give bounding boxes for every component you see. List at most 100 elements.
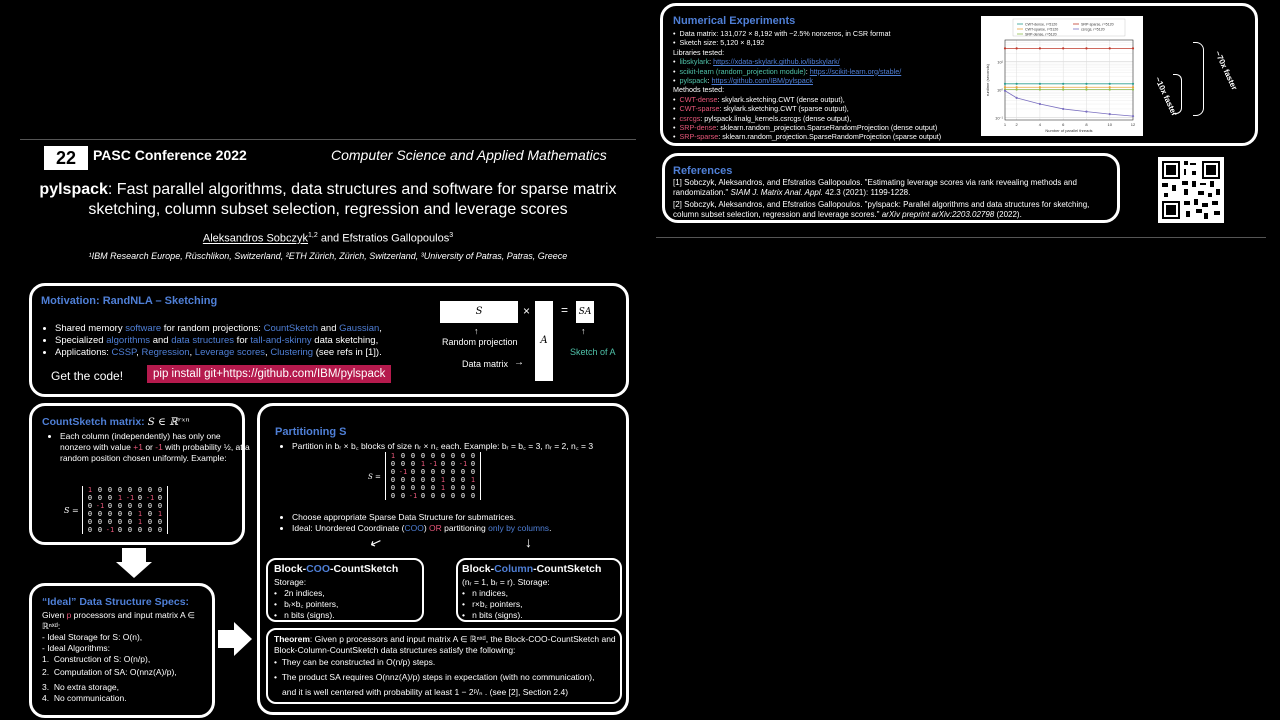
theorem-box: Theorem: Given p processors and input ma… bbox=[266, 628, 622, 704]
matrix-cell: 0 bbox=[420, 468, 426, 476]
matrix-cell: 0 bbox=[450, 484, 456, 492]
chart-xtick-label: 1 bbox=[1004, 122, 1007, 127]
matrix-cell: 0 bbox=[410, 452, 416, 460]
chart-ytick-label: 10⁻¹ bbox=[995, 115, 1004, 120]
matrix-cell: 0 bbox=[420, 476, 426, 484]
matrix-cell: -1 bbox=[458, 460, 468, 468]
countsketch-box: CountSketch matrix: S ∈ ℝʳˣⁿ Each column… bbox=[29, 403, 250, 545]
matrix-cell: 0 bbox=[450, 460, 456, 468]
matrix-cell: 0 bbox=[97, 494, 103, 502]
chart-xtick-label: 12 bbox=[1131, 122, 1136, 127]
matrix-cell: 0 bbox=[137, 486, 143, 494]
chart-point bbox=[1131, 47, 1135, 50]
affiliations: ¹IBM Research Europe, Rüschlikon, Switze… bbox=[88, 251, 568, 261]
matrix-cell: 0 bbox=[147, 510, 153, 518]
countsketch-title: CountSketch matrix: S ∈ ℝʳˣⁿ bbox=[42, 416, 190, 428]
matrix-cell: 0 bbox=[450, 452, 456, 460]
matrix-cell: 0 bbox=[400, 484, 406, 492]
matrix-cell: 0 bbox=[157, 486, 163, 494]
matrix-cell: 0 bbox=[87, 510, 93, 518]
faster-70x-label: ~70x faster bbox=[1213, 49, 1239, 92]
motivation-box: Motivation: RandNLA – Sketching Shared m… bbox=[29, 283, 629, 397]
matrix-cell: 1 bbox=[440, 476, 446, 484]
matrix-cell: 0 bbox=[107, 486, 113, 494]
matrix-cell: 0 bbox=[440, 468, 446, 476]
ideal-specs-box: “Ideal” Data Structure Specs: Given p pr… bbox=[29, 583, 215, 718]
chart-point bbox=[1003, 82, 1007, 85]
author-1: Aleksandros Sobczyk bbox=[202, 232, 309, 245]
matrix-cell: 0 bbox=[440, 452, 446, 460]
chart-point bbox=[1015, 82, 1018, 85]
matrix-cell: 0 bbox=[470, 492, 476, 500]
arrow-up-icon: ↑ bbox=[474, 326, 479, 336]
matrix-cell: 0 bbox=[430, 468, 436, 476]
chart-legend-label: CWT-sparse, r=5120 bbox=[1025, 27, 1058, 31]
matrix-cell: 0 bbox=[127, 510, 133, 518]
references-title: References bbox=[673, 165, 733, 177]
partitioning-bullets-2: Choose appropriate Sparse Data Structure… bbox=[278, 512, 642, 534]
pylspack-link[interactable]: https://github.com/IBM/pylspack bbox=[711, 76, 813, 86]
pip-install-link[interactable]: pip install git+https://github.com/IBM/p… bbox=[147, 365, 392, 383]
matrix-cell: 0 bbox=[117, 518, 123, 526]
chart-point bbox=[1062, 107, 1065, 111]
chart-legend-label: SRP-sparse, r=5120 bbox=[1081, 22, 1114, 26]
chart-point bbox=[1038, 86, 1042, 89]
author-1-sup: 1,2 bbox=[308, 232, 318, 239]
chart-point bbox=[1015, 96, 1018, 99]
matrix-cell: 0 bbox=[440, 460, 446, 468]
equals-symbol: = bbox=[561, 303, 569, 317]
chart-point bbox=[1108, 47, 1111, 50]
matrix-cell: 1 bbox=[157, 510, 163, 518]
matrix-cell: 0 bbox=[440, 492, 446, 500]
matrix-cell: 0 bbox=[127, 526, 133, 534]
matrix-cell: 1 bbox=[137, 518, 143, 526]
matrix-cell: 0 bbox=[87, 526, 93, 534]
matrix-cell: 0 bbox=[420, 492, 426, 500]
ideal-body: Given p processors and input matrix A ∈ … bbox=[42, 610, 195, 703]
chart-xtick-label: 2 bbox=[1016, 122, 1019, 127]
matrix-cell: 0 bbox=[420, 484, 426, 492]
matrix-cell: 0 bbox=[117, 486, 123, 494]
sketch-result-SA: SA bbox=[576, 301, 594, 323]
matrix-cell: 0 bbox=[430, 484, 436, 492]
theorem-text: Theorem: Given p processors and input ma… bbox=[274, 634, 616, 697]
chart-xtick-label: 8 bbox=[1085, 122, 1088, 127]
chart-point bbox=[1131, 82, 1135, 85]
scikit-learn-link[interactable]: https://scikit-learn.org/stable/ bbox=[809, 66, 902, 76]
matrix-cell: 0 bbox=[460, 468, 466, 476]
partitioning-box: Partitioning S Partition in bᵣ × b꜀ bloc… bbox=[257, 403, 629, 715]
partitioning-title: Partitioning S bbox=[275, 426, 347, 438]
block-column-storage: (nᵣ = 1, bᵣ = r). Storage: • n indices, … bbox=[462, 577, 550, 620]
block-coo-storage: Storage: • 2n indices, • bᵣ×b꜀ pointers,… bbox=[274, 577, 339, 620]
matrix-cell: 1 bbox=[390, 452, 396, 460]
matrix-cell: 0 bbox=[127, 502, 133, 510]
qr-code-icon[interactable] bbox=[1158, 157, 1224, 223]
matrix-cell: 0 bbox=[147, 518, 153, 526]
matrix-cell: 0 bbox=[137, 502, 143, 510]
chart-xlabel: Number of parallel threads bbox=[1045, 128, 1092, 133]
matrix-cell: -1 bbox=[428, 460, 438, 468]
matrix-cell: -1 bbox=[105, 526, 115, 534]
matrix-cell: 0 bbox=[460, 476, 466, 484]
chart-point bbox=[1015, 86, 1018, 89]
libskylark-link[interactable]: https://xdata-skylark.github.io/libskyla… bbox=[713, 57, 840, 67]
conference-logo: 22 bbox=[44, 146, 88, 170]
arrow-right-icon: → bbox=[514, 357, 524, 368]
matrix-cell: 0 bbox=[117, 502, 123, 510]
chart-point bbox=[1131, 88, 1135, 91]
matrix-cell: 0 bbox=[390, 468, 396, 476]
matrix-cell: 0 bbox=[87, 494, 93, 502]
random-projection-label: Random projection bbox=[442, 337, 518, 347]
block-coo-box: Block-COO-CountSketch Storage: • 2n indi… bbox=[266, 558, 424, 622]
matrix-cell: 0 bbox=[430, 476, 436, 484]
matrix-cell: 0 bbox=[390, 492, 396, 500]
references-box: References [1] Sobczyk, Aleksandros, and… bbox=[662, 153, 1120, 223]
matrix-cell: 0 bbox=[450, 468, 456, 476]
